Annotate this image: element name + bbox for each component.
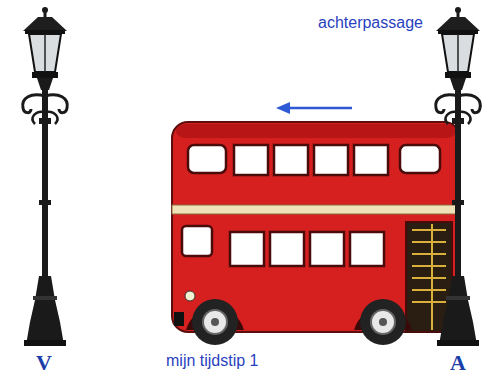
street-lamp [23,7,68,346]
lamp-letter: V [36,350,52,374]
moment-label: achterpassage [318,14,423,32]
time-label: mijn tijdstip 1 [166,352,258,370]
double-decker-bus [172,122,460,345]
motion-arrow [276,102,352,114]
street-lamp [436,7,481,346]
lamp-letter: A [450,350,466,374]
